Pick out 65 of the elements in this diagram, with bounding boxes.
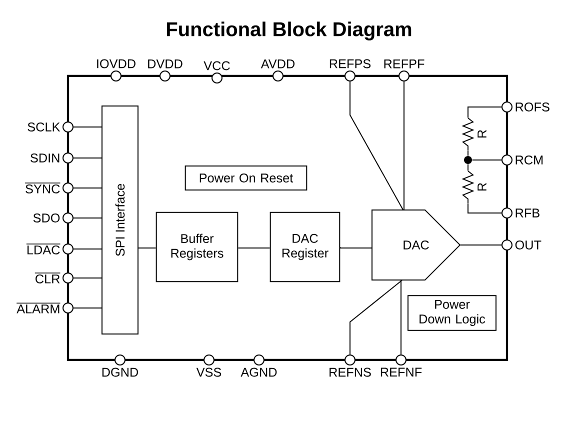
connector-line bbox=[73, 126, 102, 128]
block: DAC Register bbox=[270, 212, 340, 282]
pin: ALARM bbox=[16, 302, 74, 314]
block: Power Down Logic bbox=[408, 295, 496, 331]
connector-line bbox=[468, 202, 502, 214]
node-label: LDAC bbox=[27, 245, 60, 254]
node-label: SDO bbox=[33, 214, 60, 222]
pin: OUT bbox=[502, 240, 542, 250]
node-label: CLR bbox=[36, 274, 60, 284]
node-label: REFPF bbox=[384, 60, 424, 68]
pin: CLR bbox=[34, 272, 74, 284]
connector-line bbox=[340, 246, 372, 248]
node-label: VCC bbox=[204, 61, 230, 70]
connector-line bbox=[350, 280, 402, 355]
pin: RFB bbox=[502, 208, 540, 218]
node-label: REFNS bbox=[330, 368, 371, 377]
node-label: SCLK bbox=[28, 122, 60, 132]
connector-line bbox=[350, 81, 404, 210]
connector-line bbox=[460, 244, 502, 246]
pin: SDIN bbox=[30, 152, 74, 164]
resistor-label: R bbox=[478, 130, 486, 138]
node-label: DGND bbox=[102, 368, 138, 377]
pin: AVDD bbox=[260, 60, 295, 82]
resistor bbox=[462, 170, 474, 204]
pin: ROFS bbox=[502, 102, 550, 112]
node-label: VSS bbox=[196, 368, 222, 377]
node-label: OUT bbox=[515, 240, 542, 250]
block: Power On Reset bbox=[184, 166, 308, 190]
node-label: RFB bbox=[516, 208, 540, 218]
pin: VSS bbox=[196, 354, 222, 377]
node-label: SDIN bbox=[30, 154, 60, 162]
node-label: DVDD bbox=[148, 60, 182, 68]
interface-block: SPI Interface bbox=[102, 106, 138, 334]
node-label: SYNC bbox=[26, 184, 60, 194]
resistor-label: R bbox=[478, 183, 486, 191]
pin: LDAC bbox=[26, 244, 74, 254]
pin: SCLK bbox=[28, 122, 74, 132]
node-label: ROFS bbox=[516, 102, 550, 112]
block: Buffer Registers bbox=[156, 212, 238, 282]
node-label: REFNF bbox=[380, 368, 422, 376]
pin: AGND bbox=[240, 354, 277, 377]
connector-line bbox=[400, 280, 402, 355]
node-label: AVDD bbox=[260, 60, 295, 68]
pin: SYNC bbox=[24, 182, 74, 194]
pin: IOVDD bbox=[97, 59, 136, 82]
pin: REFPF bbox=[384, 60, 424, 82]
title: Functional Block Diagram bbox=[167, 22, 412, 40]
resistor bbox=[462, 118, 474, 150]
node-label: REFPS bbox=[330, 59, 371, 68]
pin: RCM bbox=[502, 154, 543, 166]
node-label: AGND bbox=[240, 368, 277, 377]
pin: SDO bbox=[33, 212, 74, 224]
pin: REFNF bbox=[380, 354, 422, 376]
pin: DGND bbox=[102, 354, 138, 377]
pin: REFNS bbox=[330, 354, 371, 377]
node-label: IOVDD bbox=[97, 59, 136, 68]
connector-line bbox=[73, 248, 102, 250]
pin: DVDD bbox=[148, 60, 182, 82]
pin: VCC bbox=[204, 61, 230, 84]
node-label: RCM bbox=[516, 156, 543, 164]
node-label: ALARM bbox=[16, 304, 60, 314]
junction-dot bbox=[464, 156, 472, 164]
dac-block: DAC bbox=[372, 210, 461, 280]
connector-line bbox=[468, 106, 502, 118]
pin: REFPS bbox=[330, 59, 371, 82]
